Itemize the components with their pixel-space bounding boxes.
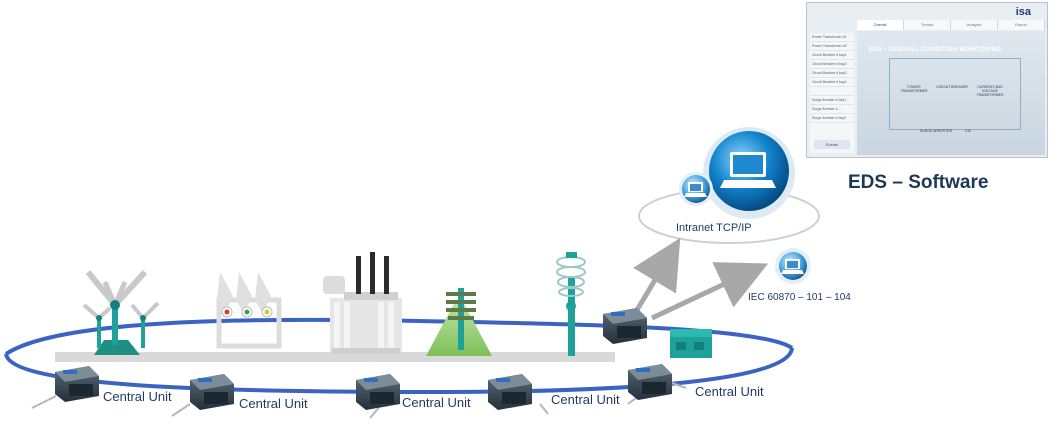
arrow-to-intranet (633, 237, 681, 312)
software-tabs: Overall Trends Analysis Report (857, 20, 1045, 30)
central-unit-device-icon (190, 374, 234, 410)
software-main-panel (857, 31, 1045, 155)
disconnector-switch-icon (82, 269, 160, 355)
iec-computer-globe-icon (775, 248, 811, 284)
arrow-to-iec (650, 262, 769, 321)
network-ring-front (4, 347, 794, 395)
central-unit-label: Central Unit (695, 384, 764, 399)
equipment-label[interactable]: CURRENT AND VOLTAGE TRANSFORMER (976, 85, 1004, 97)
sidebar-item[interactable]: Circuit Breaker # bay2 (810, 60, 854, 69)
equipment-label[interactable]: SURGE ARRESTER (919, 129, 953, 133)
central-unit-label: Central Unit (103, 389, 172, 404)
network-ring-back (4, 317, 794, 356)
sidebar-item[interactable]: Circuit Breaker # bay4 (810, 78, 854, 87)
sidebar-item[interactable]: Surge Arrester # bay1 (810, 96, 854, 105)
central-unit-device-icon (55, 366, 99, 402)
computer-globe-icon (703, 127, 795, 219)
sidebar-item[interactable]: Surge Arrester # bay3 (810, 114, 854, 123)
sidebar-item[interactable] (810, 87, 854, 96)
central-unit-device-icon (628, 364, 672, 400)
software-screenshot: isa Overall Trends Analysis Report Power… (806, 2, 1048, 158)
small-computer-globe-icon (679, 172, 713, 206)
central-unit-label: Central Unit (551, 392, 620, 407)
iec-protocol-label: IEC 60870 – 101 – 104 (748, 292, 851, 303)
sidebar-item[interactable]: Circuit Breaker # bay3 (810, 69, 854, 78)
isa-logo: isa (1015, 6, 1031, 18)
tab-analysis[interactable]: Analysis (951, 20, 998, 30)
sidebar-item[interactable]: Power Transformer #1 (810, 33, 854, 42)
central-unit-device-icon (356, 374, 400, 410)
tab-overall[interactable]: Overall (857, 20, 904, 30)
circuit-breaker-icon (216, 272, 282, 349)
events-button[interactable]: Events (814, 140, 850, 149)
equipment-label[interactable]: CIRCUIT BREAKER (936, 85, 968, 89)
sidebar-item[interactable]: Power Transformer #2 (810, 42, 854, 51)
panel-frame (889, 58, 1021, 130)
central-unit-device-icon (488, 374, 532, 410)
power-transformer-icon (323, 252, 402, 354)
central-unit-label: Central Unit (239, 396, 308, 411)
instrument-transformer-icon (556, 252, 586, 356)
tab-report[interactable]: Report (998, 20, 1045, 30)
software-title: EDS – Software (848, 172, 989, 193)
equipment-label[interactable]: GIS (964, 129, 972, 133)
sidebar-item[interactable]: Surge Arrester # ... (810, 105, 854, 114)
gis-cabinet-icon (670, 329, 712, 358)
gateway-unit-device-icon (603, 308, 647, 344)
tab-trends[interactable]: Trends (904, 20, 951, 30)
intranet-label: Intranet TCP/IP (676, 222, 752, 234)
surge-arrester-icon (426, 288, 492, 356)
panel-title: EDS - OVERALL CONDITION MONITORING (869, 47, 1002, 53)
sidebar-item[interactable]: Circuit Breaker # bay1 (810, 51, 854, 60)
central-unit-label: Central Unit (402, 395, 471, 410)
software-sidebar: Power Transformer #1 Power Transformer #… (810, 33, 854, 153)
equipment-label[interactable]: POWER TRANSFORMER (900, 85, 928, 93)
